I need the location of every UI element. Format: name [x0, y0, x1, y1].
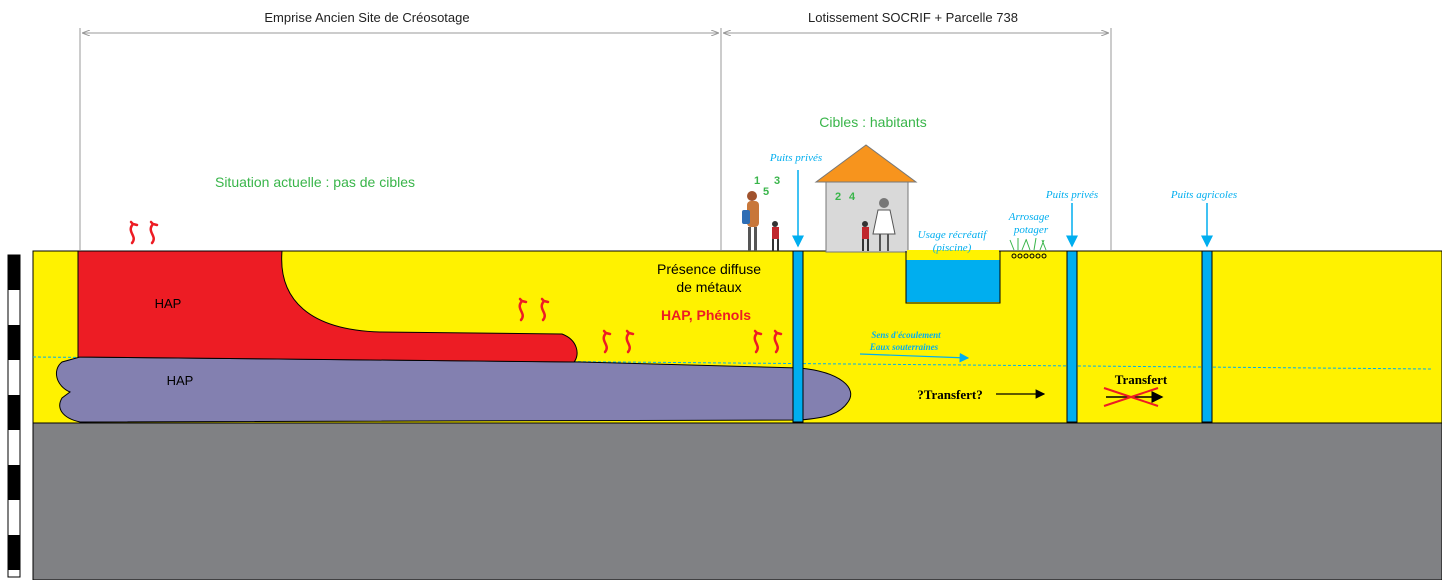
- target-number-3: 3: [774, 175, 780, 187]
- target-number-5: 5: [763, 186, 769, 198]
- blocked-cross-icon: [1103, 387, 1159, 407]
- pool-usage-label-line1: Usage récréatif: [918, 229, 989, 241]
- possible-transfer-label: ?Transfert?: [917, 387, 982, 402]
- well-agricultural: [1201, 203, 1213, 423]
- flow-direction-label-line1: Sens d'écoulement: [871, 330, 941, 340]
- woman-figure: [872, 198, 896, 251]
- target-number-1: 1: [754, 175, 760, 187]
- hap-upper-plume: [77, 250, 578, 363]
- garden-seeds: [1011, 253, 1047, 259]
- garden-label-line1: Arrosage: [1008, 211, 1050, 223]
- swimming-pool: [905, 251, 1001, 304]
- flow-direction-label-line2: Eaux souterraines: [869, 342, 939, 352]
- left-zone-title: Emprise Ancien Site de Créosotage: [264, 10, 469, 25]
- cibles-label: Cibles : habitants: [819, 114, 926, 130]
- metaux-label-line2: de métaux: [676, 279, 741, 295]
- child-figure-house: [862, 221, 869, 251]
- groundwater-table-line: [32, 356, 1433, 370]
- hap-phenols-label: HAP, Phénols: [661, 307, 751, 323]
- well-private-1: [792, 170, 804, 423]
- well-private-2: [1066, 203, 1078, 423]
- well-label-private-1: Puits privés: [769, 152, 822, 164]
- hap-upper-label: HAP: [155, 296, 182, 311]
- zone-dimension-lines: [79, 28, 1112, 250]
- vapour-emission-icons: [129, 220, 783, 354]
- well-label-agricultural: Puits agricoles: [1170, 189, 1237, 201]
- vegetable-garden-icon: [1009, 237, 1047, 251]
- hap-lower-label: HAP: [167, 373, 194, 388]
- pool-gap: [907, 250, 999, 259]
- garden-label-line2: potager: [1013, 224, 1049, 236]
- groundwater-flow-arrow: [859, 352, 970, 363]
- metaux-label-line1: Présence diffuse: [657, 261, 761, 277]
- bedrock-layer: [32, 422, 1442, 580]
- situation-label: Situation actuelle : pas de cibles: [215, 174, 415, 190]
- transfer-label: Transfert: [1115, 372, 1168, 387]
- well-label-private-2: Puits privés: [1045, 189, 1098, 201]
- pool-usage-label-line2: (piscine): [933, 242, 972, 254]
- child-figure-left: [772, 221, 779, 251]
- target-number-4: 4: [849, 191, 856, 203]
- hap-lower-plume: [55, 356, 852, 423]
- right-zone-title: Lotissement SOCRIF + Parcelle 738: [808, 10, 1018, 25]
- depth-scale-bar: [7, 254, 21, 578]
- target-number-2: 2: [835, 191, 841, 203]
- adult-figure: [742, 191, 759, 251]
